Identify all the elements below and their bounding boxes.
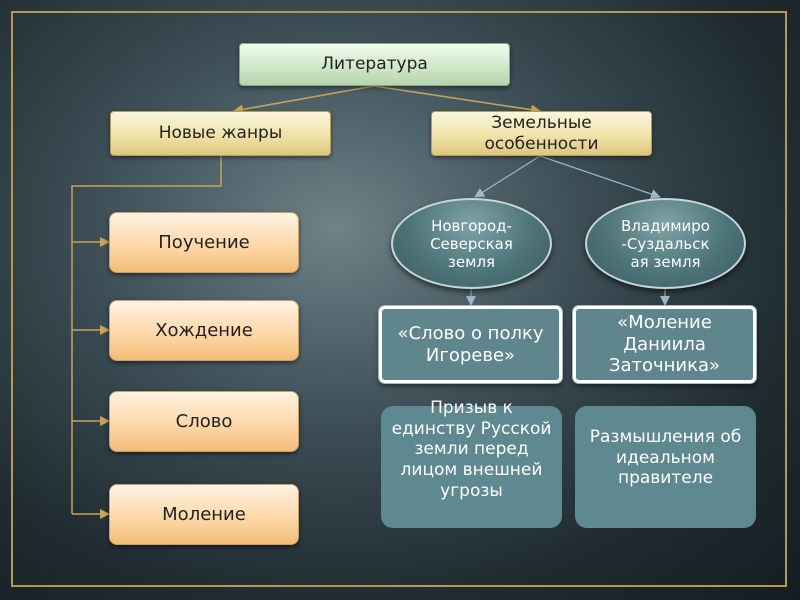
lands-header: Земельные особенности: [431, 111, 652, 156]
genres-header: Новые жанры: [110, 111, 331, 156]
lands-header-label: Земельные особенности: [484, 113, 599, 154]
theme-panel-ruler: Размышления об идеальном правителе: [575, 406, 756, 528]
region-oval-novgorod: Новгород-Северская земля: [391, 198, 552, 289]
work-box-molenie: «Моление Даниила Заточника»: [573, 306, 756, 383]
region-name: Владимиро-Суздальская земля: [621, 216, 710, 271]
genre-item-label: Слово: [175, 410, 233, 432]
genre-item: Слово: [109, 391, 299, 452]
genre-connectors: [71, 156, 222, 519]
theme-text: Призыв к единству Русской земли перед ли…: [391, 398, 552, 501]
genre-item-label: Хождение: [155, 319, 253, 341]
genre-item: Поучение: [109, 212, 299, 273]
genre-item: Хождение: [109, 300, 299, 361]
work-title: «Моление Даниила Заточника»: [608, 312, 721, 377]
genre-item-label: Поучение: [158, 231, 250, 253]
theme-panel-unity: Призыв к единству Русской земли перед ли…: [381, 398, 562, 528]
work-box-slovo: «Слово о полку Игореве»: [379, 306, 562, 383]
genre-item: Моление: [109, 484, 299, 545]
theme-text: Размышления об идеальном правителе: [589, 427, 742, 489]
root-node-label: Литература: [321, 54, 428, 75]
region-name: Новгород-Северская земля: [430, 216, 513, 271]
genre-item-label: Моление: [162, 503, 246, 525]
root-connectors: [233, 85, 541, 115]
land-connectors: [466, 155, 670, 306]
work-title: «Слово о полку Игореве»: [397, 322, 544, 366]
root-node: Литература: [239, 43, 510, 86]
genres-header-label: Новые жанры: [158, 123, 283, 144]
region-oval-vladimir: Владимиро-Суздальская земля: [585, 198, 746, 289]
